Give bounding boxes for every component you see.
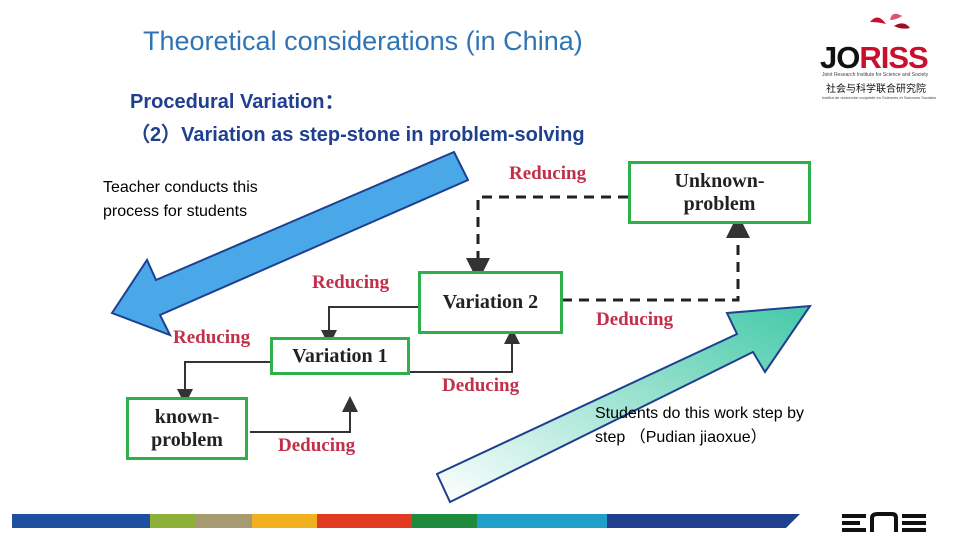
label-deducing-bottom: Deducing [278,435,356,456]
slide-title: Theoretical considerations (in China) [143,26,583,56]
label-reducing-mid: Reducing [312,272,390,293]
subtitle-line-1: Procedural Variation： [130,91,345,113]
known-problem-box: known-problem [126,397,248,460]
label-deducing-mid: Deducing [442,375,520,396]
label-reducing-left: Reducing [173,327,251,348]
connector-unknown-to-v2 [466,195,628,282]
teacher-direction-arrow [110,150,470,337]
teacher-note: Teacher conducts this process for studen… [103,179,258,220]
ens-logo-icon [842,512,926,532]
logo-wordmark: JORISS [820,40,929,75]
logo-subtitle-cn: 社会与科学联合研究院 [826,84,926,95]
students-direction-arrow [435,304,813,504]
logo-subtitle-en: Joint Research Institute for Science and… [822,72,929,78]
connector-v1-to-known [177,361,270,405]
unknown-problem-box: Unknown-problem [628,161,811,224]
logo-subtitle-fr: Institut de recherche conjointe en Scien… [822,95,937,100]
students-note: Students do this work step by step （Pudi… [595,405,804,446]
variation-1-box: Variation 1 [270,337,410,375]
connector-v2-to-v1 [321,306,418,346]
subtitle-line-2: （2）Variation as step-stone in problem-so… [130,124,585,146]
joriss-logo-icon [870,13,910,29]
label-deducing-right: Deducing [596,309,674,330]
variation-2-box: Variation 2 [418,271,563,334]
footer-color-band [12,514,800,528]
connector-v2-to-unknown [562,214,750,302]
label-reducing-top: Reducing [509,163,587,184]
connector-v1-to-v2 [390,328,520,373]
connector-known-to-v1 [250,396,358,433]
